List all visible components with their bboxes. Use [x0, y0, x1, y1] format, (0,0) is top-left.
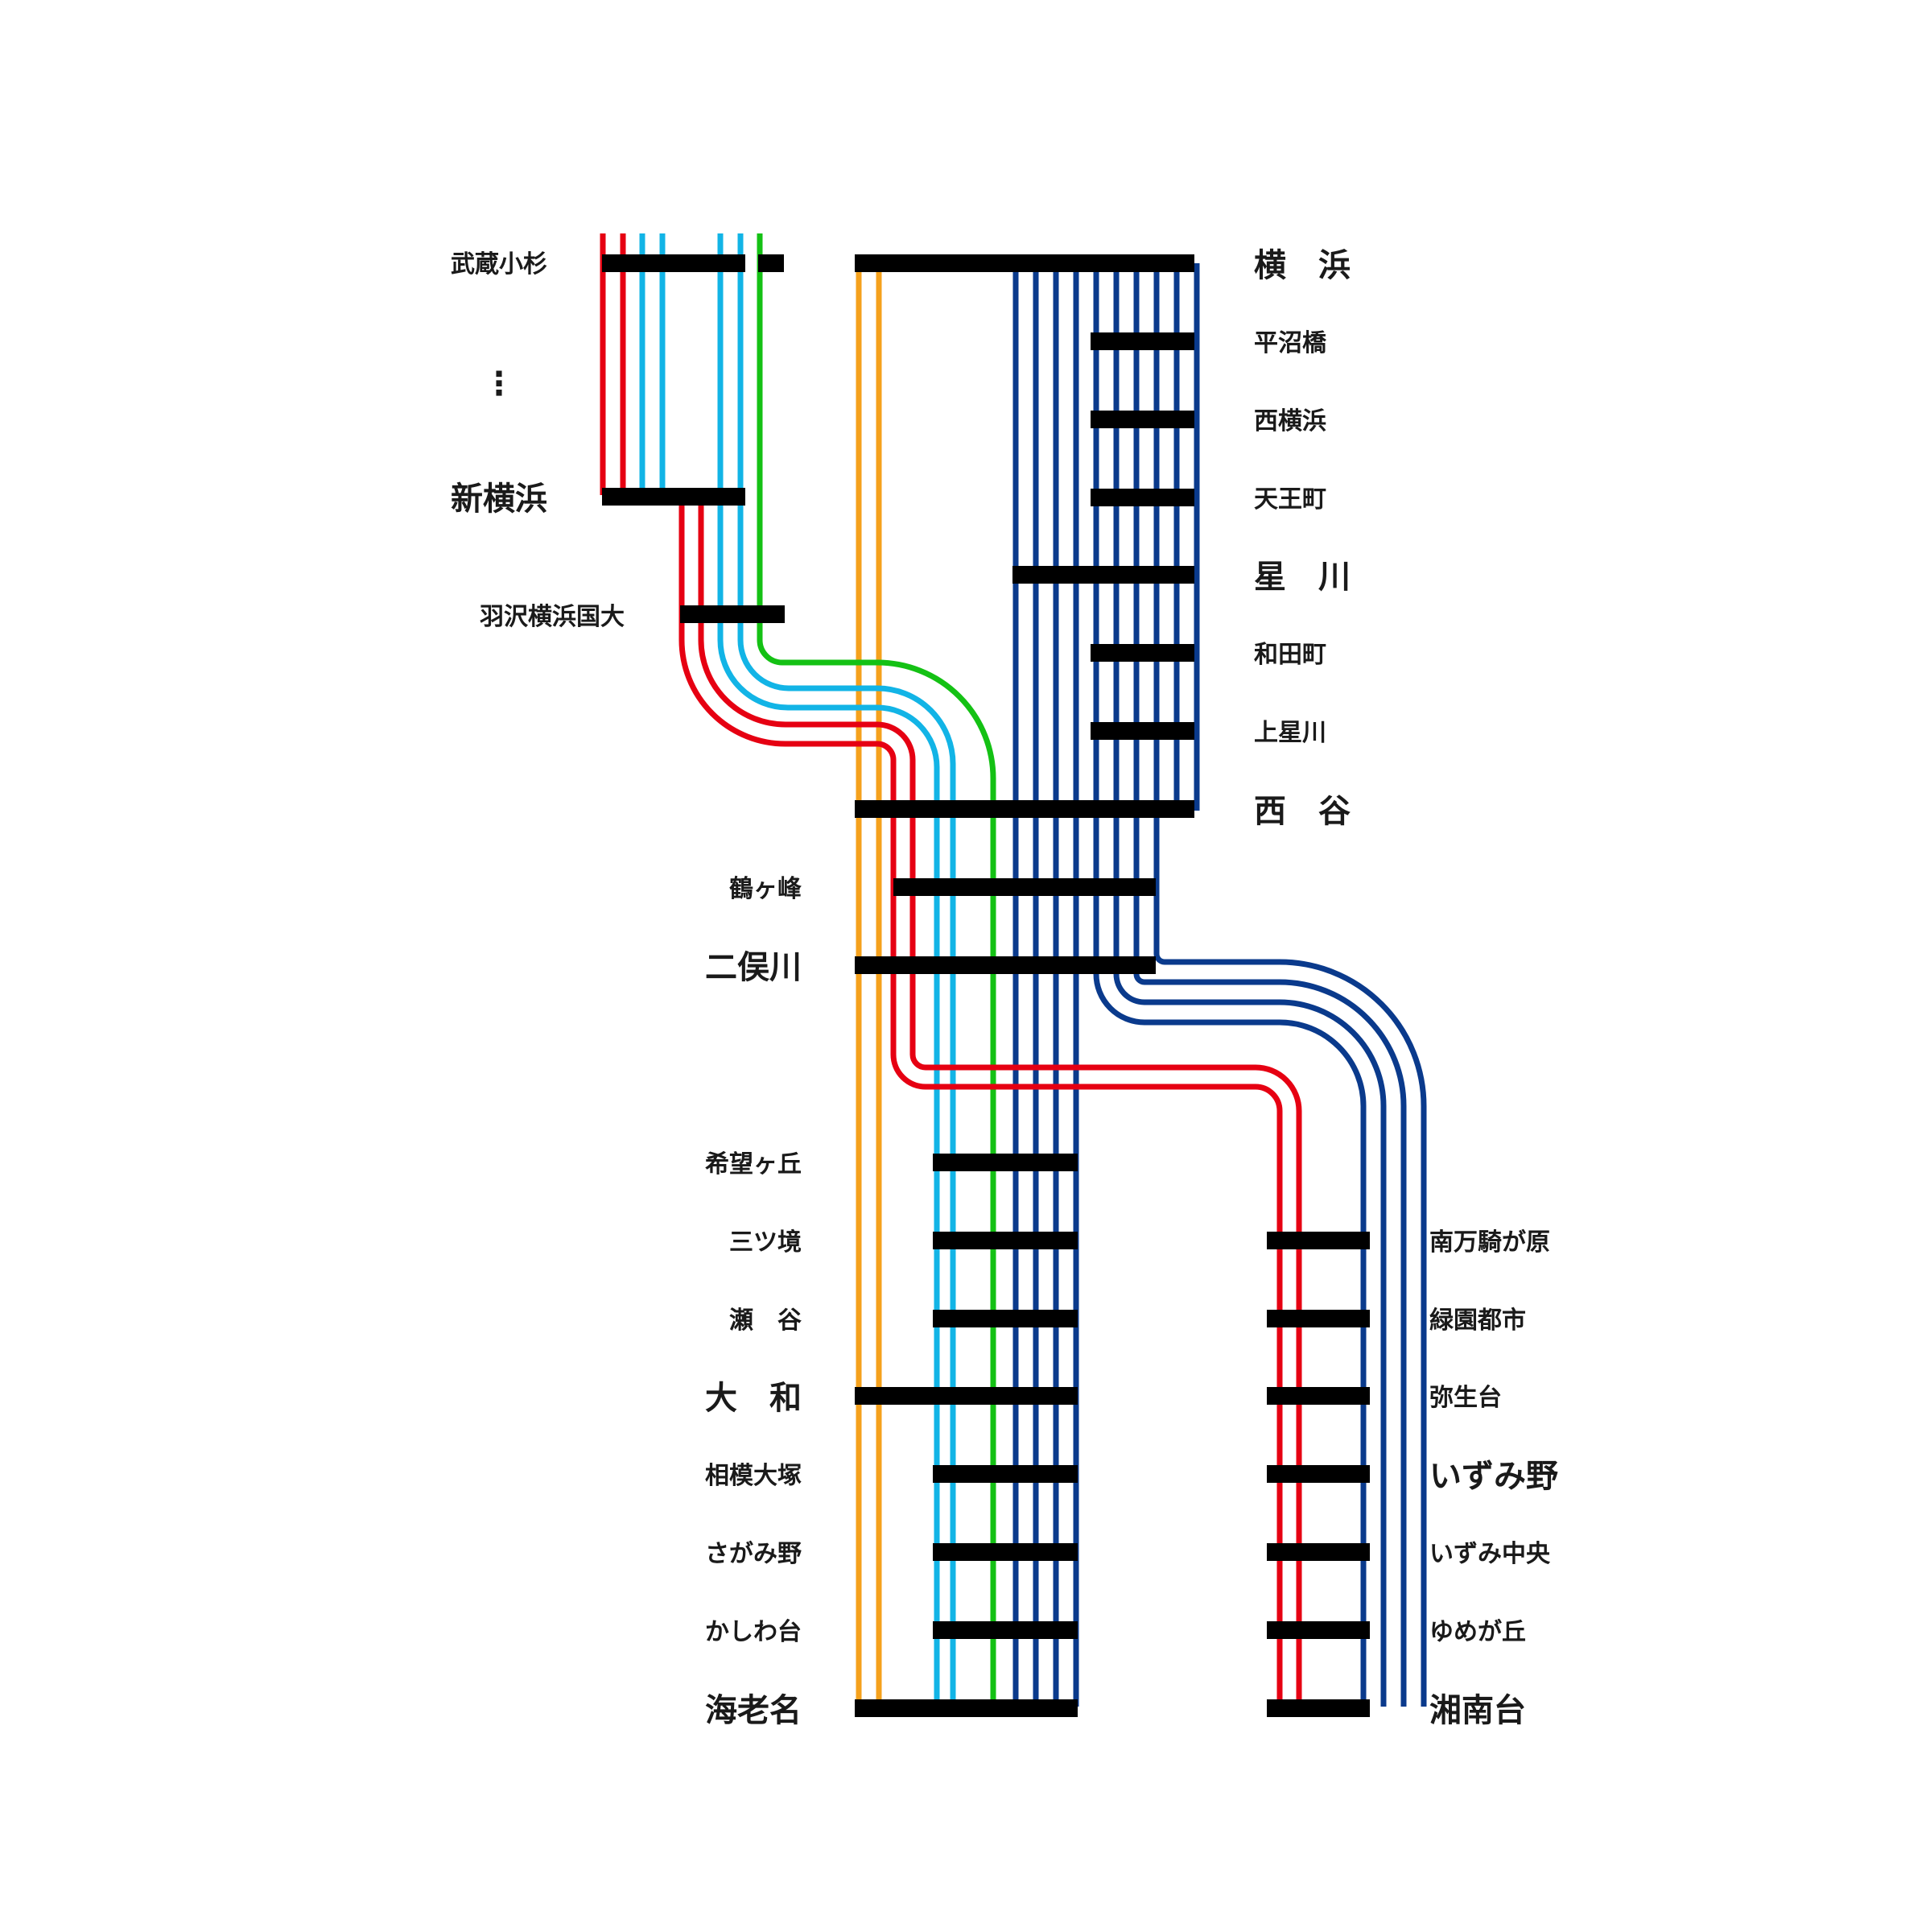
bar-tsurugamine — [893, 878, 1156, 896]
label-kamihoshikawa: 上星川 — [1254, 719, 1326, 747]
label-izumino: いずみ野 — [1429, 1458, 1558, 1495]
bar-kamihoshikawa — [1091, 722, 1194, 740]
bar-mitsukyo — [933, 1232, 1078, 1249]
label-nishiya: 西 谷 — [1254, 793, 1351, 830]
red-route — [600, 233, 1302, 1707]
bar-izumichuo — [1267, 1543, 1370, 1561]
orange-route — [856, 263, 882, 1707]
bar-hazawa — [680, 605, 785, 623]
label-ryokuentoshi: 緑園都市 — [1429, 1307, 1526, 1335]
bar-yamato — [855, 1387, 1078, 1405]
bar-ryokuentoshi — [1267, 1310, 1370, 1327]
label-mitsukyo: 三ツ境 — [729, 1228, 802, 1257]
bar-futamatagawa — [855, 956, 1156, 974]
bar-yokohama — [855, 254, 1194, 272]
bar-ebina — [855, 1699, 1078, 1717]
label-musashikosugi: 武蔵小杉 — [451, 250, 547, 279]
bar-izumino — [1267, 1465, 1370, 1483]
bar-shinyokohama — [602, 488, 745, 506]
label-yokohama: 横 浜 — [1254, 247, 1351, 284]
track-lines — [600, 233, 1427, 1707]
label-seya: 瀬 谷 — [729, 1307, 802, 1335]
label-tsurugamine: 鶴ヶ峰 — [729, 875, 802, 903]
label-tennocho: 天王町 — [1254, 485, 1326, 514]
bar-yayoidai — [1267, 1387, 1370, 1405]
station-labels: 武蔵小杉 ⋮ 新横浜 羽沢横浜国大 横 浜 平沼橋 西横浜 天王町 星 川 和田… — [451, 247, 1558, 1729]
label-futamatagawa: 二俣川 — [705, 949, 802, 986]
label-yamato: 大 和 — [705, 1380, 802, 1417]
bar-musashikosugi — [602, 254, 745, 272]
bar-musashikosugi-2 — [758, 254, 784, 272]
label-kashiwadai: かしわ台 — [705, 1618, 802, 1646]
bar-seya — [933, 1310, 1078, 1327]
station-bars — [602, 254, 1370, 1717]
label-sagamiotsuka: 相模大塚 — [705, 1462, 802, 1490]
bar-sagamino — [933, 1543, 1078, 1561]
bar-sagamiotsuka — [933, 1465, 1078, 1483]
label-hoshikawa: 星 川 — [1254, 559, 1351, 596]
bar-kibogaoka — [933, 1154, 1078, 1171]
green-route — [757, 233, 996, 1707]
label-ebina: 海老名 — [705, 1692, 802, 1729]
label-nishiyokohama: 西横浜 — [1254, 407, 1326, 436]
label-shonandai: 湘南台 — [1429, 1692, 1526, 1729]
label-wadamachi: 和田町 — [1254, 641, 1326, 669]
bar-tennocho — [1091, 489, 1194, 506]
navy-main-route — [1012, 263, 1079, 1707]
label-hazawa: 羽沢横浜国大 — [480, 603, 625, 631]
label-hiranumabashi: 平沼橋 — [1254, 329, 1327, 357]
label-yayoidai: 弥生台 — [1429, 1384, 1502, 1412]
label-izumichuo: いずみ中央 — [1429, 1540, 1551, 1568]
navy-izumino-route — [1093, 263, 1427, 1707]
label-kibogaoka: 希望ヶ丘 — [705, 1150, 802, 1179]
bar-shonandai — [1267, 1699, 1370, 1717]
bar-wadamachi — [1091, 644, 1194, 662]
bar-yumegaoka — [1267, 1621, 1370, 1639]
sky-route — [639, 233, 956, 1707]
label-sagamino: さがみ野 — [705, 1540, 802, 1568]
label-ellipsis: ⋮ — [483, 365, 515, 402]
bar-nishiyokohama — [1091, 411, 1194, 428]
bar-minamimakigahara — [1267, 1232, 1370, 1249]
bar-hiranumabashi — [1091, 332, 1194, 350]
bar-kashiwadai — [933, 1621, 1078, 1639]
bar-nishiya — [855, 800, 1194, 818]
label-shinyokohama: 新横浜 — [451, 481, 547, 518]
label-yumegaoka: ゆめが丘 — [1429, 1618, 1526, 1646]
bar-hoshikawa — [1012, 566, 1194, 584]
label-minamimakigahara: 南万騎が原 — [1429, 1228, 1550, 1257]
